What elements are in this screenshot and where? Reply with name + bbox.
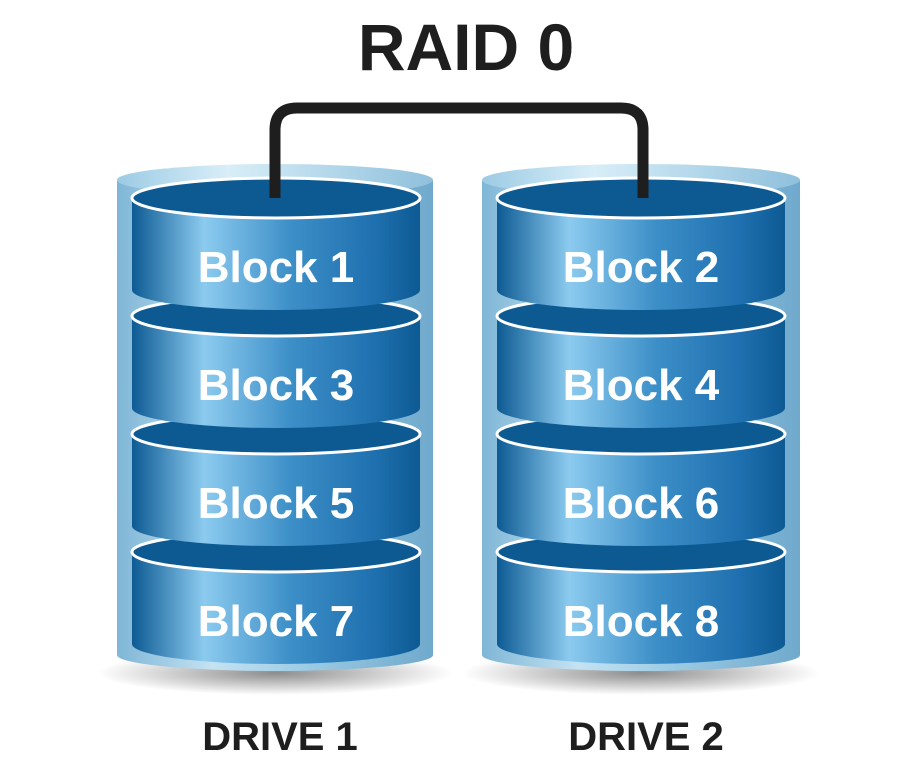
block-label: Block 7 [198, 597, 355, 646]
block-disk-side [132, 316, 420, 428]
block-label: Block 1 [198, 243, 355, 292]
block-disk-side [132, 198, 420, 310]
block-label: Block 5 [198, 479, 355, 528]
block-disk-side [497, 552, 785, 664]
drive-label: DRIVE 2 [568, 715, 724, 759]
block-disk: Block 5 [130, 412, 422, 546]
block-disk: Block 1 [130, 176, 422, 310]
block-label: Block 8 [563, 597, 720, 646]
block-label: Block 4 [563, 361, 720, 410]
block-disk-side [132, 434, 420, 546]
block-disk: Block 4 [495, 294, 787, 428]
block-label: Block 6 [563, 479, 720, 528]
block-disk-side [497, 434, 785, 546]
block-disk-side [497, 316, 785, 428]
drive-1: Block 7 Block 5 Block 3 Block 1 DRIVE 1 [97, 164, 453, 759]
block-disk: Block 6 [495, 412, 787, 546]
block-disk: Block 7 [130, 530, 422, 664]
diagram-title: RAID 0 [358, 10, 574, 84]
block-label: Block 3 [198, 361, 355, 410]
drive-label: DRIVE 1 [202, 715, 358, 759]
block-disk: Block 3 [130, 294, 422, 428]
block-disk-side [132, 552, 420, 664]
block-disk-side [497, 198, 785, 310]
drive-2: Block 8 Block 6 Block 4 Block 2 DRIVE 2 [462, 164, 820, 759]
block-disk: Block 8 [495, 530, 787, 664]
block-label: Block 2 [563, 243, 720, 292]
raid-connector-bracket [269, 102, 649, 198]
